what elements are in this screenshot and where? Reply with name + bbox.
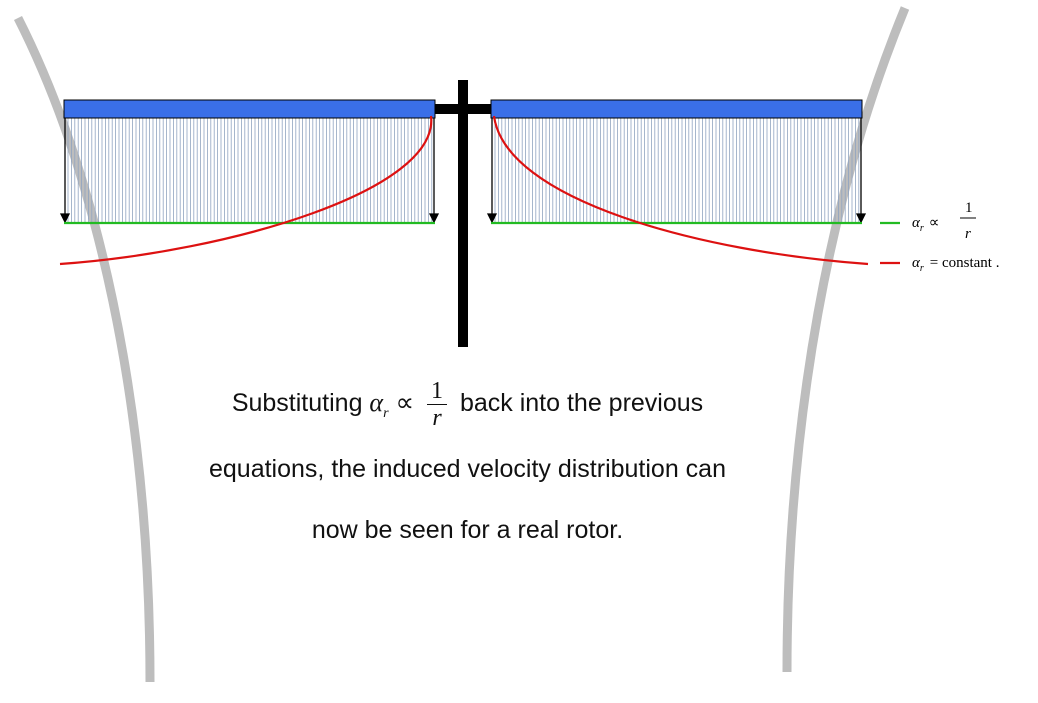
left-blade	[63, 99, 436, 119]
rotor-hub-bar	[435, 104, 491, 114]
streamtube-right-boundary	[782, 6, 910, 673]
caption-subscript: r	[383, 406, 389, 422]
legend-1-denominator: r	[965, 226, 971, 242]
right-blade	[490, 99, 863, 119]
caption-line-3: now be seen for a real rotor.	[311, 516, 624, 544]
legend-2-symbol: α	[912, 255, 921, 271]
legend-1-numerator: 1	[965, 200, 973, 216]
rotor-shaft	[458, 80, 468, 347]
caption-before: Substituting	[231, 389, 363, 418]
streamtube-left-boundary	[13, 15, 155, 683]
svg-text:αr= constant .: αr = constant .	[912, 255, 999, 274]
svg-text:αr∝: αr ∝	[912, 215, 940, 234]
real-rotor-curve-right	[492, 115, 869, 266]
caption-line-2: equations, the induced velocity distribu…	[209, 455, 726, 483]
caption-relation: ∝	[395, 388, 415, 418]
legend-1-symbol: α	[912, 215, 921, 231]
velocity-arrows	[59, 118, 867, 224]
legend-1-subscript: r	[920, 223, 924, 234]
legend-2-subscript: r	[920, 263, 924, 274]
caption-after: back into the previous	[459, 389, 704, 418]
caption-symbol: α	[369, 388, 384, 418]
legend-2-relation: = constant .	[930, 255, 1000, 271]
caption-denominator: r	[432, 405, 442, 431]
legend: αr∝ 1 r αr= constant .	[880, 200, 999, 274]
legend-1-relation: ∝	[929, 215, 940, 231]
real-rotor-curve-left	[59, 115, 433, 266]
induced-velocity-lines	[67, 118, 860, 223]
caption-numerator: 1	[427, 378, 448, 405]
